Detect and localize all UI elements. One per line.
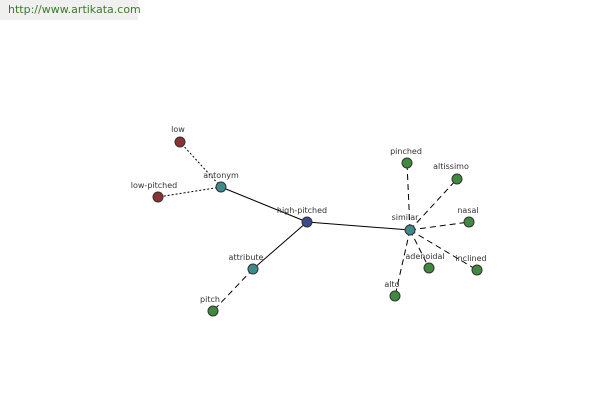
node-label-similar: similar (392, 213, 420, 222)
edge-antonym-low-pitched (157, 186, 222, 198)
node-circle-pinched[interactable] (401, 157, 413, 169)
node-nasal[interactable]: nasal (457, 206, 479, 228)
node-circle-pitch[interactable] (207, 305, 219, 317)
node-circle-adenoidal[interactable] (423, 262, 435, 274)
edge-high-pitched-similar (306, 221, 411, 231)
node-label-inclined: inclined (455, 254, 486, 263)
node-label-low: low (171, 125, 185, 134)
node-circle-low[interactable] (174, 136, 186, 148)
edge-similar-inclined (409, 229, 478, 271)
node-circle-attribute[interactable] (247, 263, 259, 275)
node-circle-similar[interactable] (404, 224, 416, 236)
node-circle-altissimo[interactable] (451, 173, 463, 185)
node-inclined[interactable]: inclined (455, 254, 487, 276)
node-circle-alto[interactable] (389, 290, 401, 302)
edge-similar-adenoidal (409, 229, 430, 269)
node-circle-nasal[interactable] (463, 216, 475, 228)
node-label-attribute: attribute (229, 253, 264, 262)
node-circle-high-pitched[interactable] (301, 216, 313, 228)
node-attribute[interactable]: attribute (229, 253, 264, 275)
edge-similar-altissimo (409, 178, 458, 231)
node-pitch[interactable]: pitch (200, 295, 220, 317)
node-circle-antonym[interactable] (215, 181, 227, 193)
nodes-layer: high-pitched antonym attribute similar low lo… (131, 125, 487, 317)
edge-high-pitched-attribute (252, 221, 308, 270)
node-label-altissimo: altissimo (433, 162, 469, 171)
edge-similar-nasal (409, 221, 470, 231)
node-label-pinched: pinched (390, 147, 422, 156)
node-label-low-pitched: low-pitched (131, 181, 177, 190)
node-alto[interactable]: alto (384, 280, 401, 302)
edge-high-pitched-antonym (220, 186, 308, 223)
node-adenoidal[interactable]: adenoidal (405, 252, 445, 274)
node-label-high-pitched: high-pitched (277, 206, 327, 215)
node-label-adenoidal: adenoidal (405, 252, 444, 261)
node-high-pitched[interactable]: high-pitched (277, 206, 327, 228)
node-label-pitch: pitch (200, 295, 220, 304)
edge-antonym-low (179, 141, 222, 188)
node-low[interactable]: low (171, 125, 186, 148)
node-antonym[interactable]: antonym (203, 171, 239, 193)
node-altissimo[interactable]: altissimo (433, 162, 469, 185)
node-pinched[interactable]: pinched (390, 147, 422, 169)
edge-similar-alto (394, 229, 411, 297)
node-label-nasal: nasal (457, 206, 478, 215)
node-label-alto: alto (384, 280, 399, 289)
edges-layer (157, 141, 478, 312)
node-circle-low-pitched[interactable] (152, 191, 164, 203)
node-similar[interactable]: similar (392, 213, 420, 236)
node-low-pitched[interactable]: low-pitched (131, 181, 177, 203)
node-circle-inclined[interactable] (471, 264, 483, 276)
edge-similar-pinched (406, 162, 411, 231)
node-label-antonym: antonym (203, 171, 239, 180)
url-banner[interactable]: http://www.artikata.com (0, 0, 141, 20)
edge-attribute-pitch (212, 268, 254, 312)
